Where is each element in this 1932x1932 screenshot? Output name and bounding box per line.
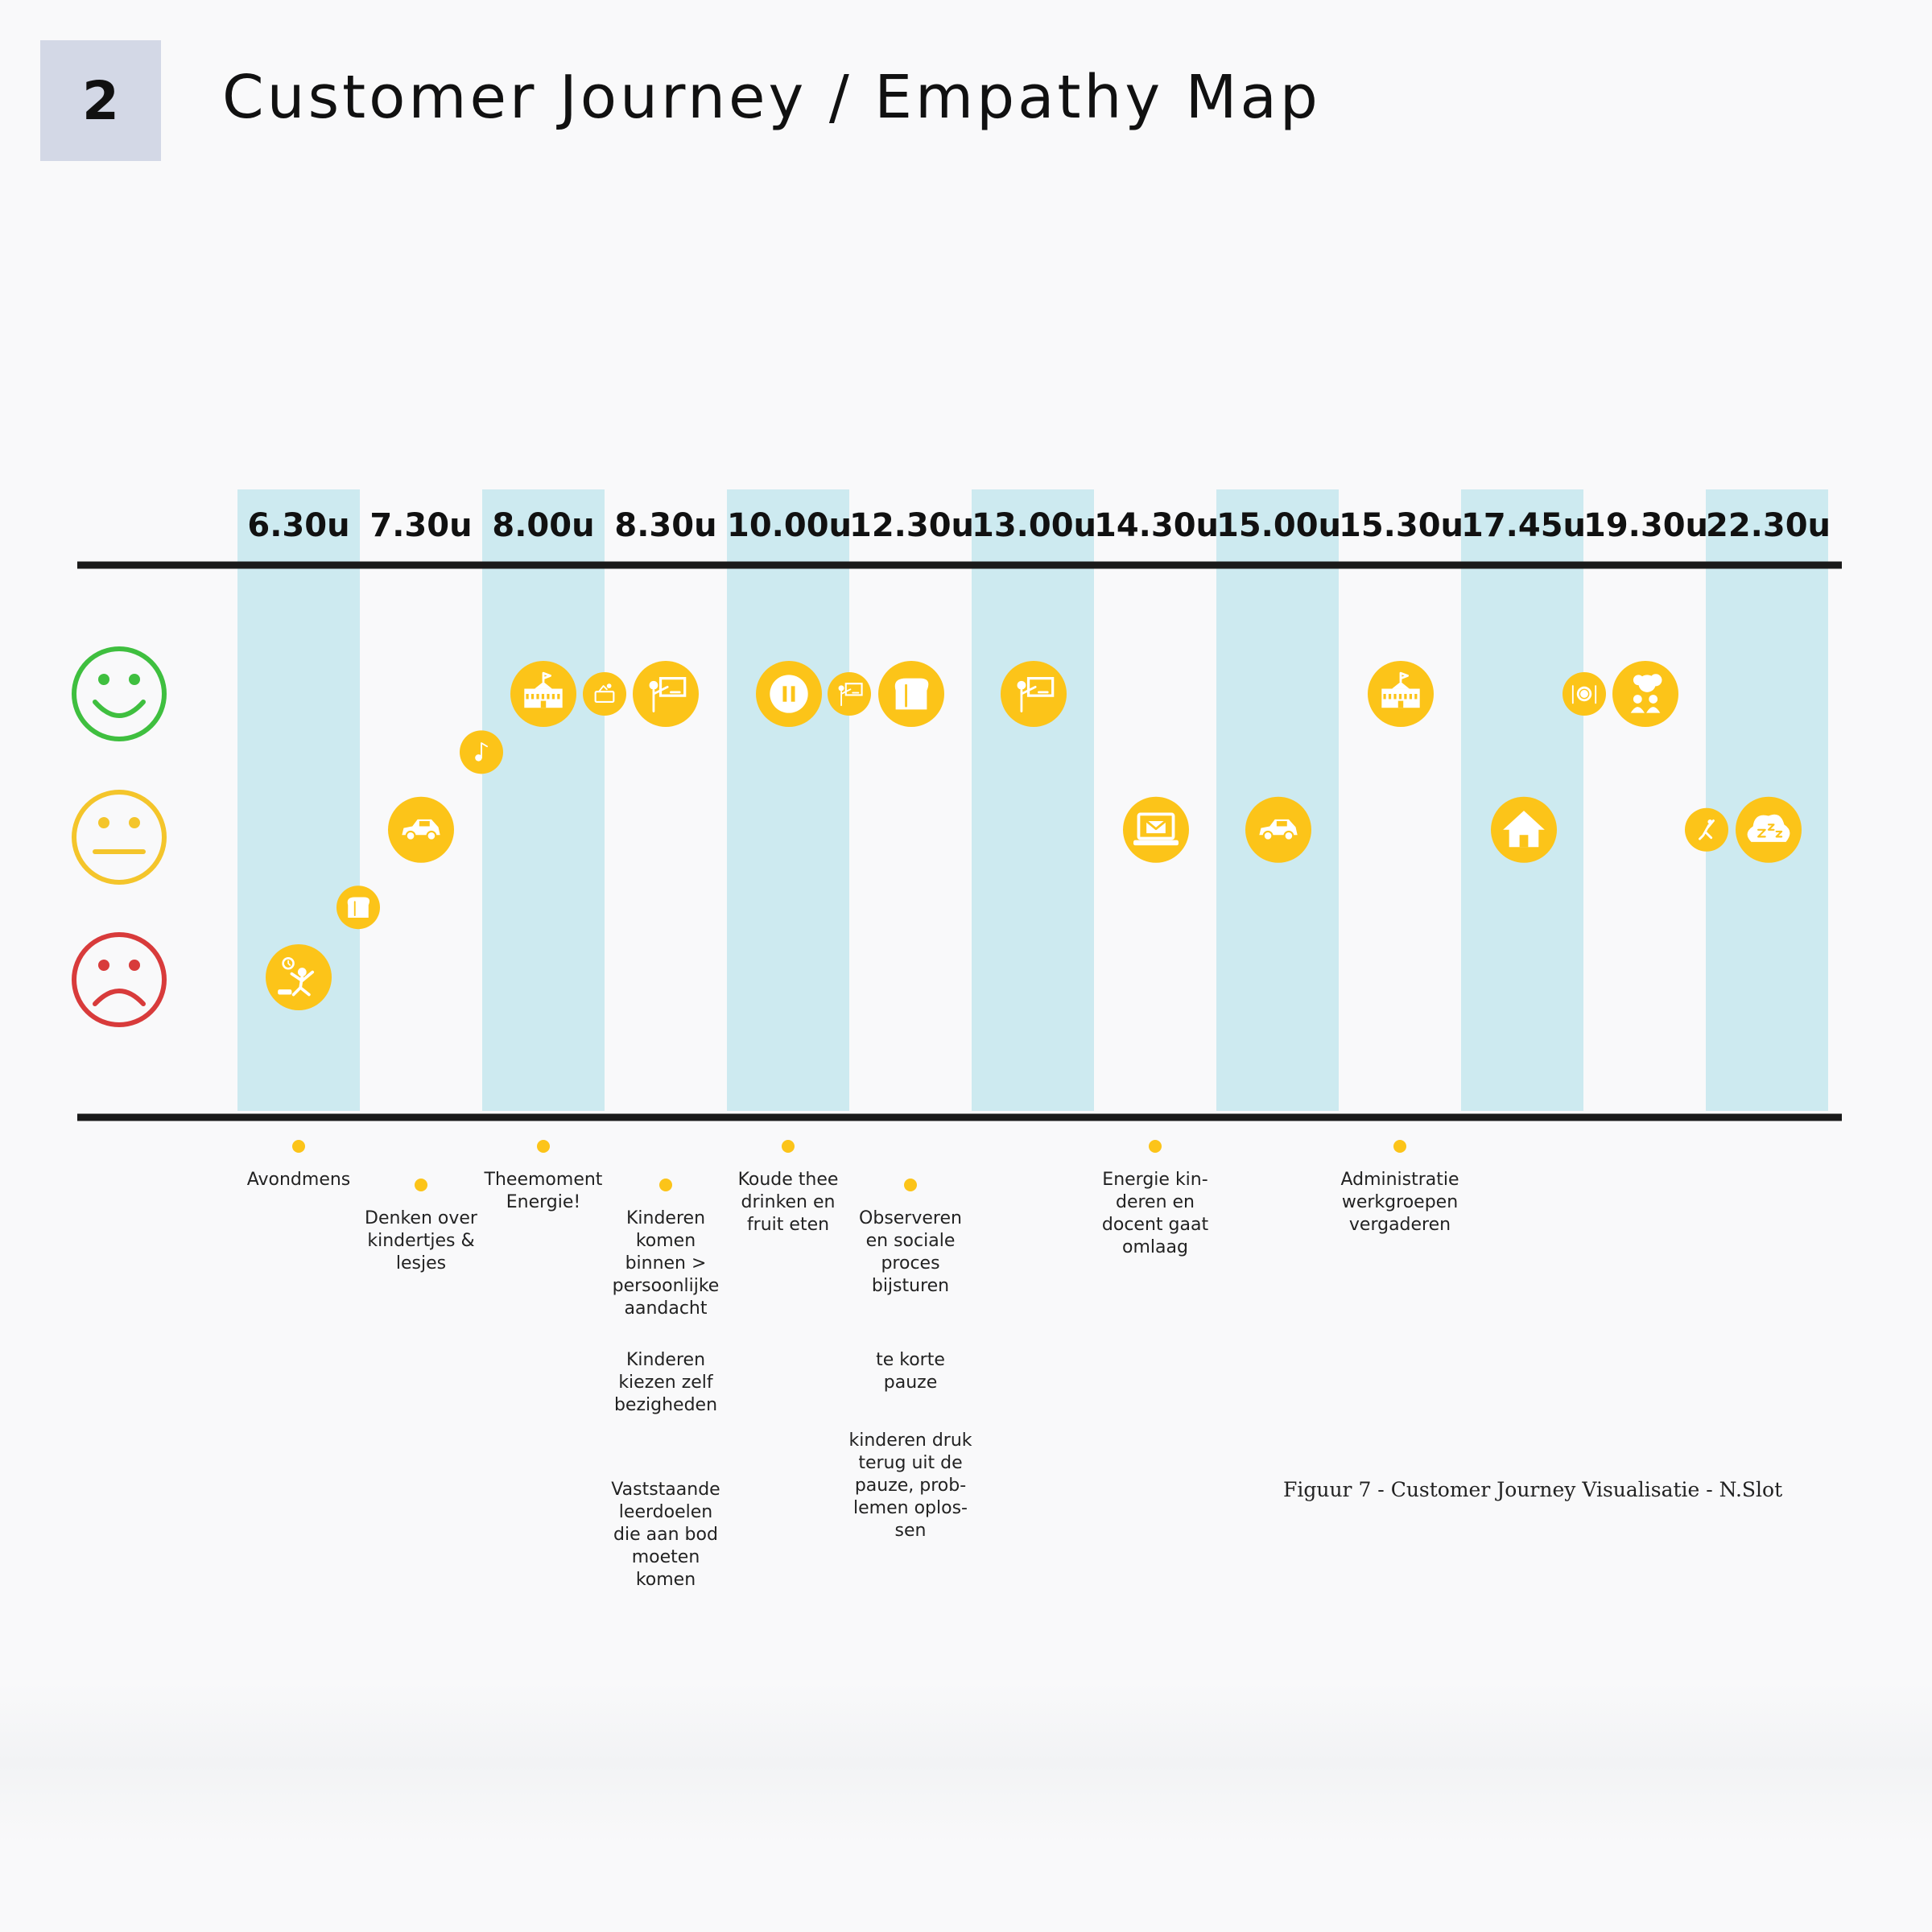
music-note-icon bbox=[460, 730, 503, 774]
laptop-mail-icon bbox=[1123, 796, 1189, 863]
time-band bbox=[482, 489, 605, 1111]
note-marker bbox=[292, 1140, 305, 1153]
time-label: 14.30u bbox=[1094, 507, 1219, 544]
section-number-badge: 2 bbox=[40, 40, 161, 161]
happy-face-icon bbox=[72, 646, 167, 741]
time-label: 6.30u bbox=[247, 507, 350, 544]
time-label: 7.30u bbox=[369, 507, 473, 544]
note-marker bbox=[1149, 1140, 1162, 1153]
neutral-face-icon bbox=[72, 790, 167, 885]
house-icon bbox=[1491, 796, 1557, 863]
note-marker bbox=[415, 1179, 427, 1191]
time-label: 22.30u bbox=[1706, 507, 1831, 544]
bread-icon bbox=[878, 661, 944, 727]
note-marker bbox=[659, 1179, 672, 1191]
person-greeting-icon bbox=[583, 672, 626, 716]
time-label: 17.45u bbox=[1461, 507, 1586, 544]
time-label: 15.00u bbox=[1216, 507, 1341, 544]
teacher-board-icon bbox=[1001, 661, 1067, 727]
sleep-cloud-icon bbox=[1736, 796, 1802, 863]
time-label: 19.30u bbox=[1583, 507, 1708, 544]
school-building-icon bbox=[510, 661, 576, 727]
note-marker bbox=[537, 1140, 550, 1153]
yoga-stretch-icon bbox=[1685, 807, 1728, 852]
time-label: 10.00u bbox=[727, 507, 852, 544]
car-icon bbox=[1245, 796, 1311, 863]
note-marker bbox=[782, 1140, 795, 1153]
figure-caption: Figuur 7 - Customer Journey Visualisatie… bbox=[1283, 1478, 1783, 1501]
time-label: 15.30u bbox=[1339, 507, 1463, 544]
time-label: 8.00u bbox=[492, 507, 595, 544]
time-band bbox=[727, 489, 849, 1111]
bread-icon bbox=[336, 886, 380, 930]
car-icon bbox=[388, 796, 454, 863]
school-building-icon bbox=[1368, 661, 1434, 727]
time-label: 13.00u bbox=[972, 507, 1096, 544]
pause-icon bbox=[756, 661, 822, 727]
stressed-person-alarm-icon bbox=[266, 944, 332, 1010]
note-marker bbox=[1393, 1140, 1406, 1153]
time-label: 8.30u bbox=[614, 507, 717, 544]
note-marker bbox=[904, 1179, 917, 1191]
time-band bbox=[237, 489, 360, 1111]
page-title: Customer Journey / Empathy Map bbox=[222, 63, 1321, 132]
bottom-fade bbox=[0, 1682, 1932, 1843]
time-band bbox=[972, 489, 1094, 1111]
plate-cutlery-icon bbox=[1563, 672, 1606, 716]
teacher-board-icon bbox=[828, 672, 871, 716]
family-thought-icon bbox=[1612, 661, 1678, 727]
sad-face-icon bbox=[72, 932, 167, 1027]
time-label: 12.30u bbox=[849, 507, 974, 544]
teacher-board-icon bbox=[633, 661, 699, 727]
